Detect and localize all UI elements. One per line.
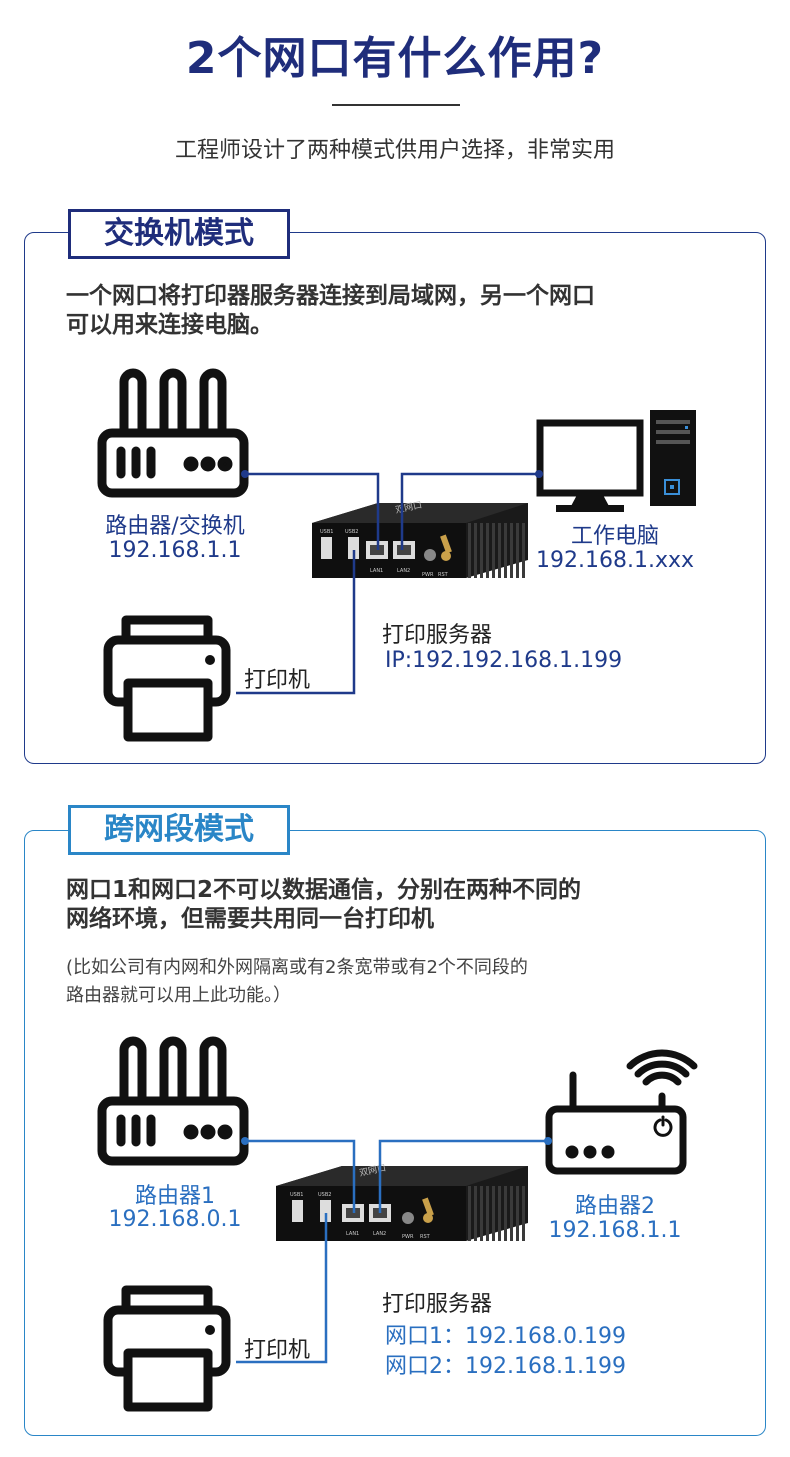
connection-lines-2 — [236, 1139, 548, 1364]
switch-mode-desc-line1: 一个网口将打印器服务器连接到局域网，另一个网口 — [66, 283, 595, 309]
usb-to-printer-line-2 — [236, 1213, 328, 1364]
router1-to-lan1-line — [245, 1139, 356, 1213]
print-server-label: 打印服务器 — [382, 623, 493, 648]
router-2-ip: 192.168.1.1 — [548, 1218, 682, 1243]
cross-segment-mode-panel — [24, 830, 766, 1436]
router-2-label: 路由器2 — [575, 1194, 655, 1219]
title-divider — [332, 104, 460, 106]
cross-segment-note-line1: (比如公司有内网和外网隔离或有2条宽带或有2个不同段的 — [66, 957, 528, 978]
router-port-dot — [241, 470, 249, 478]
router-1-icon — [97, 1036, 249, 1166]
pc-to-lan2-line — [400, 472, 539, 550]
switch-mode-description: 一个网口将打印器服务器连接到局域网，另一个网口 可以用来连接电脑。 — [66, 282, 746, 340]
computer-icon — [536, 410, 696, 512]
print-server-ip: IP:192.192.168.1.199 — [385, 648, 623, 673]
print-server-port2-ip: 网口2：192.168.1.199 — [385, 1354, 626, 1379]
switch-mode-panel — [24, 232, 766, 764]
router-switch-ip: 192.168.1.1 — [108, 538, 242, 563]
printer-icon — [103, 615, 231, 742]
router-1-label: 路由器1 — [135, 1184, 215, 1209]
switch-mode-desc-line2: 可以用来连接电脑。 — [66, 312, 273, 338]
cross-segment-desc-line2: 网络环境，但需要共用同一台打印机 — [66, 906, 434, 932]
cross-segment-desc-line1: 网口1和网口2不可以数据通信，分别在两种不同的 — [66, 877, 582, 903]
pwr-label: PWR — [422, 572, 434, 578]
router2-to-lan2-line — [378, 1139, 548, 1213]
cross-segment-note: (比如公司有内网和外网隔离或有2条宽带或有2个不同段的 路由器就可以用上此功能。… — [66, 954, 746, 1010]
rst-label-2: RST — [420, 1234, 431, 1240]
pc-port-dot — [535, 470, 543, 478]
connection-lines-1 — [236, 472, 539, 695]
router2-port-dot — [544, 1137, 552, 1145]
pc-label: 工作电脑 — [570, 524, 659, 549]
print-server-port1-ip: 网口1：192.168.0.199 — [385, 1324, 626, 1349]
router-1-ip: 192.168.0.1 — [108, 1207, 242, 1232]
router1-port-dot — [241, 1137, 249, 1145]
lan1-label: LAN1 — [370, 568, 383, 574]
pc-ip: 192.168.1.xxx — [535, 548, 695, 573]
print-server-device-2: USB1 USB2 LAN1 LAN2 PWR RST 双网口 — [276, 1163, 528, 1241]
usb1-label: USB1 — [320, 529, 333, 535]
lan2-label-2: LAN2 — [373, 1231, 386, 1237]
page-title: 2个网口有什么作用? — [185, 33, 605, 84]
usb1-label-2: USB1 — [290, 1192, 303, 1198]
router-switch-label: 路由器/交换机 — [105, 514, 245, 539]
printer-label-2: 打印机 — [244, 1338, 311, 1363]
print-server-device: USB1 USB2 LAN1 LAN2 PWR RST 双网口 — [312, 500, 528, 578]
pwr-label-2: PWR — [402, 1234, 414, 1240]
printer-icon-2 — [103, 1285, 231, 1412]
router-switch-icon — [97, 368, 249, 498]
cross-segment-note-line2: 路由器就可以用上此功能。） — [66, 985, 291, 1006]
cross-segment-mode-tag: 跨网段模式 — [68, 805, 290, 855]
lan1-label-2: LAN1 — [346, 1231, 359, 1237]
rst-label: RST — [438, 572, 449, 578]
router-to-lan1-line — [245, 472, 380, 550]
switch-mode-tag: 交换机模式 — [68, 209, 290, 259]
cross-segment-description: 网口1和网口2不可以数据通信，分别在两种不同的 网络环境，但需要共用同一台打印机 — [66, 876, 746, 934]
router-2-wifi-icon — [545, 1049, 698, 1175]
usb2-label: USB2 — [345, 529, 358, 535]
printer-label: 打印机 — [244, 668, 311, 693]
usb-to-printer-line — [236, 550, 356, 695]
lan2-label: LAN2 — [397, 568, 410, 574]
page-subtitle: 工程师设计了两种模式供用户选择，非常实用 — [174, 138, 615, 163]
usb2-label-2: USB2 — [318, 1192, 331, 1198]
print-server-label-2: 打印服务器 — [382, 1292, 493, 1317]
